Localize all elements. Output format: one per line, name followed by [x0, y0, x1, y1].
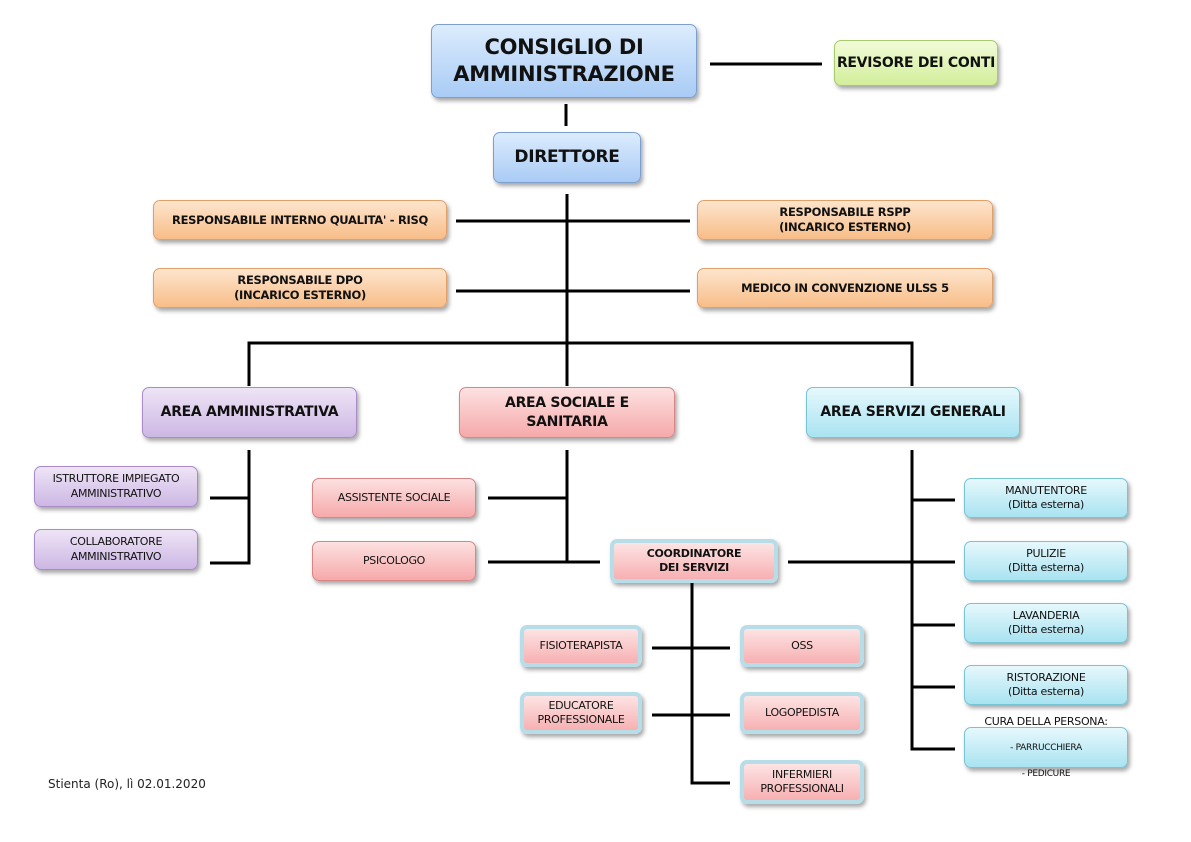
coordinated-right-3-label: INFERMIERI PROFESSIONALI [760, 767, 844, 795]
node-coordinated-right-1: OSS [740, 625, 864, 667]
node-coordinator: COORDINATORE DEI SERVIZI [610, 539, 778, 583]
coordinated-right-1-label: OSS [791, 638, 813, 652]
node-area-general: AREA SERVIZI GENERALI [806, 387, 1020, 438]
service-2-name: PULIZIE [1026, 546, 1066, 560]
social-role-2-label: PSICOLOGO [362, 553, 426, 567]
director-label: DIRETTORE [514, 147, 620, 168]
area-admin-label: AREA AMMINISTRATIVA [160, 404, 339, 421]
node-coordinated-left-1: FISIOTERAPISTA [520, 625, 642, 667]
auditor-label: REVISORE DEI CONTI [836, 54, 996, 71]
node-quality-manager: RESPONSABILE INTERNO QUALITA' - RISQ [153, 200, 447, 240]
node-director: DIRETTORE [493, 132, 641, 183]
connector-general-branch [910, 450, 955, 751]
service-4-note: (Ditta esterna) [1007, 685, 1085, 698]
node-admin-role-1: ISTRUTTORE IMPIEGATO AMMINISTRATIVO [34, 466, 198, 507]
node-coordinated-left-2: EDUCATORE PROFESSIONALE [520, 692, 642, 734]
connector-areas-bus [247, 341, 914, 386]
node-social-role-1: ASSISTENTE SOCIALE [312, 478, 476, 518]
coordinator-label: COORDINATORE DEI SERVIZI [646, 546, 742, 574]
area-social-label: AREA SOCIALE E SANITARIA [505, 395, 629, 430]
node-service-2: PULIZIE(Ditta esterna) [964, 541, 1128, 581]
node-dpo: RESPONSABILE DPO (INCARICO ESTERNO) [153, 268, 447, 308]
quality-label: RESPONSABILE INTERNO QUALITA' - RISQ [172, 212, 428, 227]
node-board-of-directors: CONSIGLIO DI AMMINISTRAZIONE [431, 24, 697, 98]
admin-role-2-label: COLLABORATORE AMMINISTRATIVO [69, 535, 163, 563]
node-service-3: LAVANDERIA(Ditta esterna) [964, 603, 1128, 643]
dpo-label: RESPONSABILE DPO (INCARICO ESTERNO) [234, 273, 366, 302]
personal-care-item-2: - PEDICURE [1021, 768, 1071, 779]
node-personal-care: CURA DELLA PERSONA: - PARRUCCHIERA - PED… [964, 715, 1128, 779]
connector-coordinator-trunk [690, 582, 730, 785]
node-rspp: RESPONSABILE RSPP (INCARICO ESTERNO) [697, 200, 993, 240]
service-3-name: LAVANDERIA [1012, 608, 1080, 622]
coordinated-left-2-label: EDUCATORE PROFESSIONALE [537, 698, 625, 726]
coordinated-left-1-label: FISIOTERAPISTA [539, 638, 623, 652]
node-admin-role-2: COLLABORATORE AMMINISTRATIVO [34, 529, 198, 570]
node-coordinated-right-2: LOGOPEDISTA [740, 692, 864, 734]
node-service-4: RISTORAZIONE(Ditta esterna) [964, 665, 1128, 705]
board-label: CONSIGLIO DI AMMINISTRAZIONE [453, 34, 675, 86]
node-doctor: MEDICO IN CONVENZIONE ULSS 5 [697, 268, 993, 308]
service-2-note: (Ditta esterna) [1007, 561, 1085, 574]
node-service-1: MANUTENTORE(Ditta esterna) [964, 478, 1128, 518]
admin-role-1-label: ISTRUTTORE IMPIEGATO AMMINISTRATIVO [52, 472, 180, 500]
node-area-social: AREA SOCIALE E SANITARIA [459, 387, 675, 438]
node-social-role-2: PSICOLOGO [312, 541, 476, 581]
social-role-1-label: ASSISTENTE SOCIALE [337, 490, 451, 504]
service-1-note: (Ditta esterna) [1007, 498, 1085, 511]
personal-care-item-1: - PARRUCCHIERA [1010, 743, 1082, 754]
doctor-label: MEDICO IN CONVENZIONE ULSS 5 [741, 280, 949, 295]
service-3-note: (Ditta esterna) [1007, 623, 1085, 636]
area-general-label: AREA SERVIZI GENERALI [820, 404, 1006, 421]
rspp-label: RESPONSABILE RSPP (INCARICO ESTERNO) [779, 205, 911, 234]
node-auditor: REVISORE DEI CONTI [834, 40, 998, 86]
footer-place-date: Stienta (Ro), lì 02.01.2020 [48, 777, 206, 791]
connector-admin-branch [210, 450, 251, 565]
service-1-name: MANUTENTORE [1005, 483, 1087, 497]
node-coordinated-right-3: INFERMIERI PROFESSIONALI [740, 760, 864, 804]
personal-care-title: CURA DELLA PERSONA: [984, 714, 1108, 728]
coordinated-right-2-label: LOGOPEDISTA [765, 705, 839, 719]
service-4-name: RISTORAZIONE [1006, 670, 1086, 684]
node-area-admin: AREA AMMINISTRATIVA [142, 387, 357, 438]
